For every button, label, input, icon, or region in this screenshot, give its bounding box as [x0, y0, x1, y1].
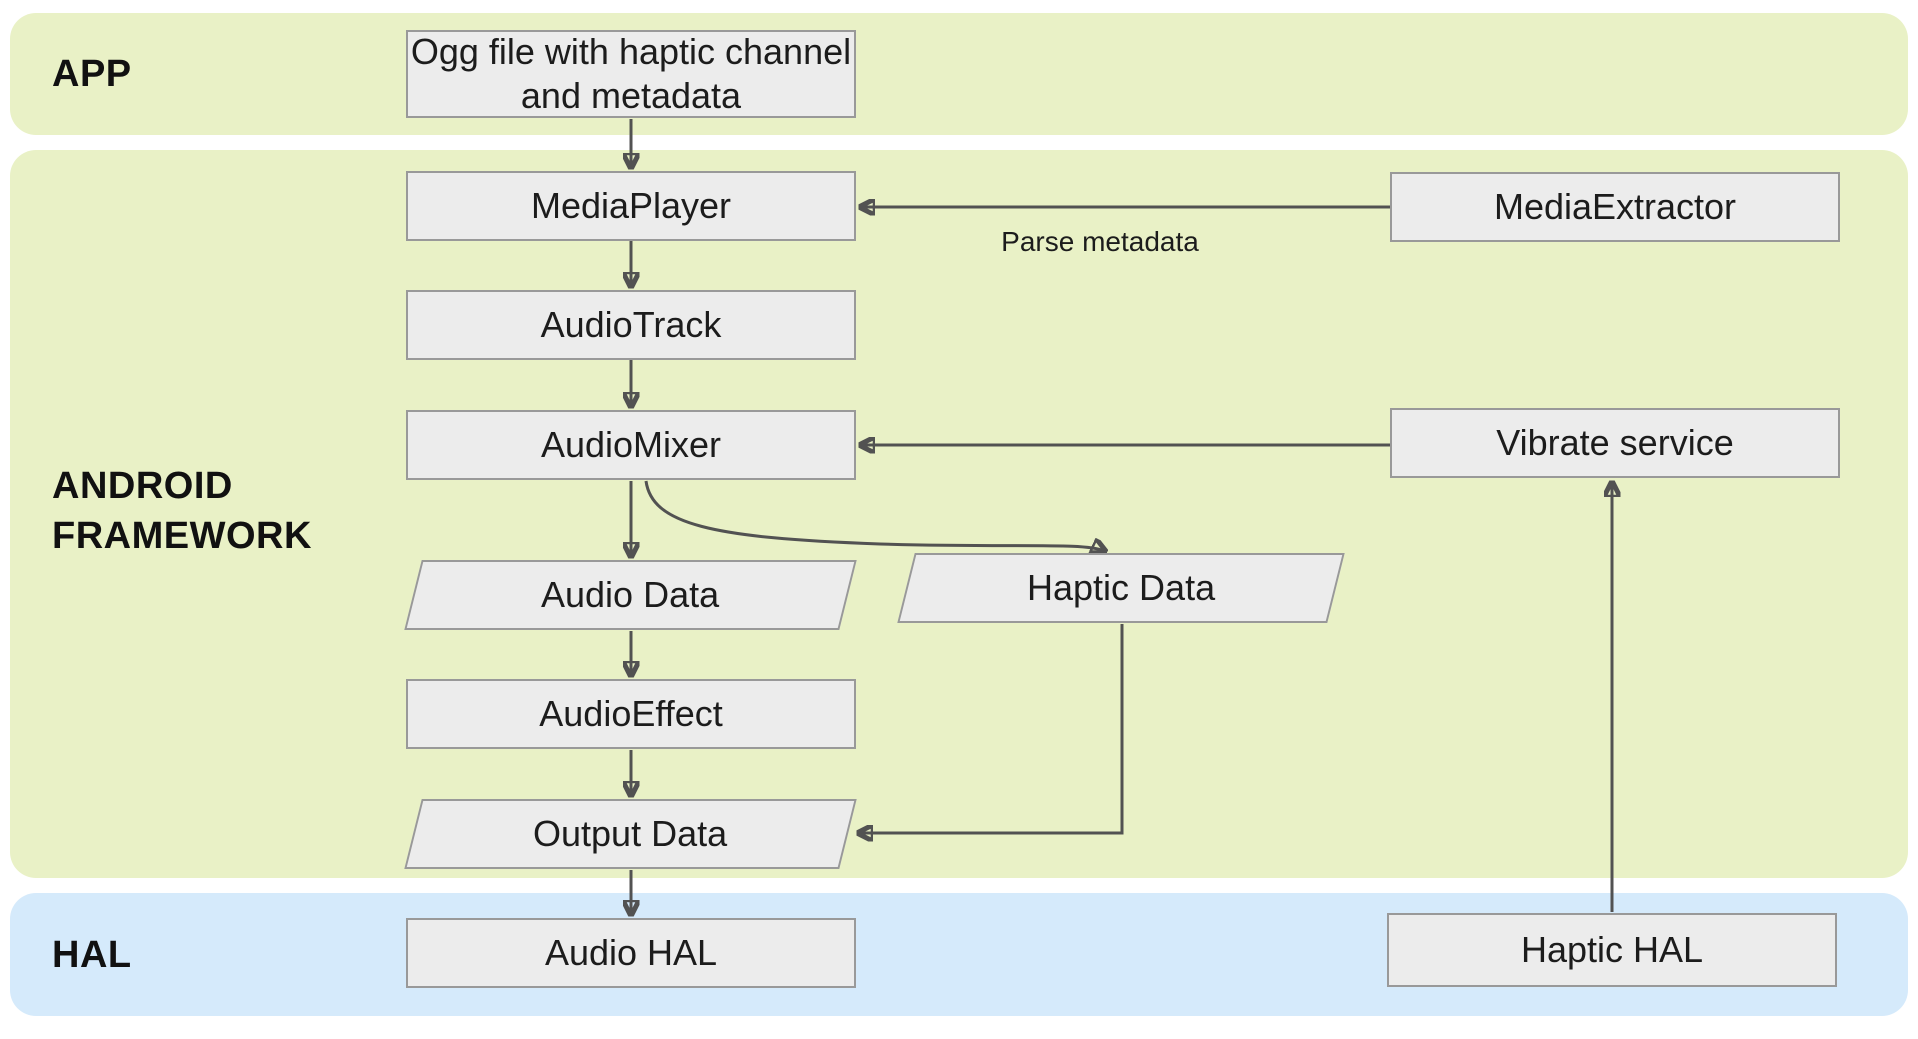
node-vibrate-service: Vibrate service [1390, 408, 1840, 478]
node-mediaplayer-label: MediaPlayer [530, 185, 732, 226]
node-audioeffect: AudioEffect [406, 679, 856, 749]
edge-label-parse-metadata: Parse metadata [1001, 226, 1199, 257]
node-mediaextractor-label: MediaExtractor [1493, 186, 1737, 227]
node-audio-hal: Audio HAL [406, 918, 856, 988]
node-audio-data: Audio Data [404, 560, 857, 630]
node-output-data: Output Data [404, 799, 857, 869]
node-haptic-data-label: Haptic Data [1026, 567, 1216, 608]
node-vibrate-service-label: Vibrate service [1496, 422, 1734, 463]
band-label-android-framework: ANDROID FRAMEWORK [52, 465, 312, 557]
node-audioeffect-label: AudioEffect [539, 693, 723, 734]
node-audiotrack-label: AudioTrack [540, 304, 722, 345]
band-label-app: APP [52, 53, 132, 95]
band-app [10, 13, 1908, 135]
node-haptic-data: Haptic Data [897, 553, 1345, 623]
node-audio-hal-label: Audio HAL [544, 932, 718, 973]
node-ogg-file-label: Ogg file with haptic channel and metadat… [410, 31, 852, 116]
node-haptic-hal: Haptic HAL [1387, 913, 1837, 987]
node-haptic-hal-label: Haptic HAL [1520, 929, 1704, 970]
node-audio-data-label: Audio Data [541, 574, 720, 615]
node-audiomixer-label: AudioMixer [540, 424, 722, 465]
node-mediaextractor: MediaExtractor [1390, 172, 1840, 242]
node-audiomixer: AudioMixer [406, 410, 856, 480]
node-ogg-file: Ogg file with haptic channel and metadat… [406, 30, 856, 118]
node-audiotrack: AudioTrack [406, 290, 856, 360]
node-mediaplayer: MediaPlayer [406, 171, 856, 241]
band-label-hal: HAL [52, 934, 132, 976]
node-output-data-label: Output Data [533, 813, 728, 854]
